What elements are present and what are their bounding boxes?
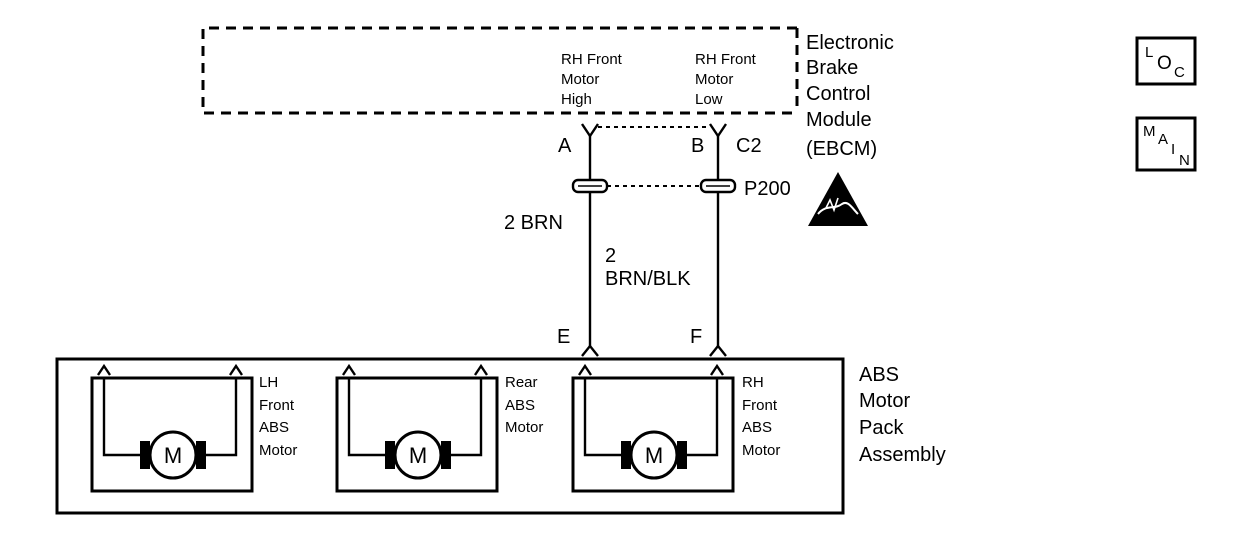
svg-text:A: A <box>1158 131 1168 148</box>
motor-symbol: M <box>645 443 663 468</box>
svg-text:Rear: Rear <box>505 374 538 391</box>
svg-text:Low: Low <box>695 91 723 108</box>
pin-b-label: B <box>691 135 704 157</box>
svg-text:Front: Front <box>259 397 295 414</box>
terminal-e <box>581 344 599 357</box>
ebcm-module-outline <box>201 26 797 115</box>
svg-text:Module: Module <box>806 109 872 131</box>
wire-label-gauge: 2 <box>605 245 616 267</box>
svg-text:ABS: ABS <box>859 364 899 386</box>
svg-text:Motor: Motor <box>695 71 733 88</box>
motor-label-lh-front: LH Front ABS Motor <box>259 374 297 459</box>
motor-label-rear: Rear ABS Motor <box>505 374 543 436</box>
terminal-f <box>709 344 727 357</box>
motor-symbol: M <box>409 443 427 468</box>
svg-text:ABS: ABS <box>259 419 289 436</box>
svg-text:Motor: Motor <box>742 442 780 459</box>
abs-motor-pack-frame <box>55 357 845 515</box>
p200-connector <box>571 178 737 194</box>
svg-text:Brake: Brake <box>806 57 858 79</box>
svg-text:Motor: Motor <box>561 71 599 88</box>
pin-f-label: F <box>690 326 702 348</box>
svg-text:LH: LH <box>259 374 278 391</box>
motor-rear: M <box>335 363 499 493</box>
terminal-a <box>581 123 599 139</box>
svg-text:High: High <box>561 91 592 108</box>
svg-text:Control: Control <box>806 83 870 105</box>
motor-lh-front: M <box>90 363 254 493</box>
pin-label-rh-front-motor-low: RH Front Motor Low <box>695 51 757 108</box>
svg-text:Motor: Motor <box>859 390 910 412</box>
svg-text:Motor: Motor <box>259 442 297 459</box>
svg-text:L: L <box>1145 44 1153 61</box>
svg-text:RH: RH <box>742 374 764 391</box>
ebcm-name: Electronic Brake Control Module (EBCM) <box>806 32 894 160</box>
motor-symbol: M <box>164 443 182 468</box>
motor-rh-front: M <box>571 363 735 493</box>
svg-text:Front: Front <box>742 397 778 414</box>
p200-label: P200 <box>744 178 791 200</box>
svg-text:I: I <box>1171 141 1175 158</box>
svg-text:Pack: Pack <box>859 417 904 439</box>
svg-text:C: C <box>1174 64 1185 81</box>
svg-text:Motor: Motor <box>505 419 543 436</box>
loc-icon[interactable]: L O C <box>1135 36 1197 86</box>
esd-warning-icon <box>808 172 868 226</box>
svg-text:(EBCM): (EBCM) <box>806 138 877 160</box>
wire-label-brn: 2 BRN <box>504 212 563 234</box>
pin-label-rh-front-motor-high: RH Front Motor High <box>561 51 623 108</box>
svg-text:O: O <box>1157 53 1172 74</box>
wire-label-brn-blk: BRN/BLK <box>605 268 691 290</box>
svg-text:RH Front: RH Front <box>695 51 757 68</box>
svg-text:Assembly: Assembly <box>859 444 946 466</box>
svg-text:Electronic: Electronic <box>806 32 894 54</box>
terminal-b <box>709 123 727 139</box>
pin-a-label: A <box>558 135 572 157</box>
pin-e-label: E <box>557 326 570 348</box>
svg-text:RH Front: RH Front <box>561 51 623 68</box>
main-icon[interactable]: M A I N <box>1135 116 1197 172</box>
connector-c2-label: C2 <box>736 135 762 157</box>
motor-pack-name: ABS Motor Pack Assembly <box>859 364 946 466</box>
svg-text:M: M <box>1143 123 1156 140</box>
svg-text:N: N <box>1179 152 1190 169</box>
motor-label-rh-front: RH Front ABS Motor <box>742 374 780 459</box>
svg-text:ABS: ABS <box>505 397 535 414</box>
svg-text:ABS: ABS <box>742 419 772 436</box>
